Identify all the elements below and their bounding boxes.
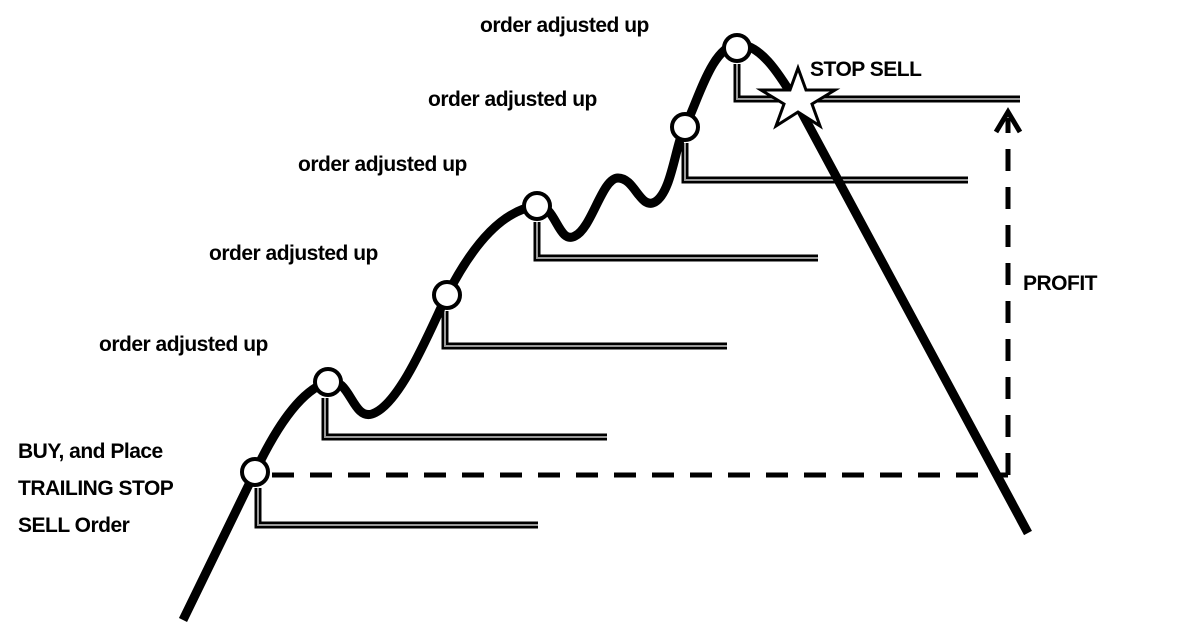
star-icon [755,63,841,130]
stop-sell-label: STOP SELL [810,58,922,81]
buy-label: BUY, and Place TRAILING STOP SELL Order [18,433,174,544]
buy-label-line-1: BUY, and Place [18,440,163,463]
stop-level-6 [733,64,1020,103]
adjust-point-2-marker [432,280,462,310]
adjust-label-1: order adjusted up [99,333,268,356]
price-curve [178,39,1032,622]
buy-point-marker [240,457,270,487]
stop-level-2 [321,398,607,441]
stop-levels [254,64,1020,529]
buy-label-line-3: SELL Order [18,514,130,537]
adjust-label-4: order adjusted up [428,88,597,111]
profit-label: PROFIT [1023,272,1098,295]
adjust-label-3: order adjusted up [298,153,467,176]
adjust-point-4-marker [670,112,700,142]
stop-level-4 [533,222,818,262]
order-markers [240,33,752,487]
adjust-point-3-marker [522,191,552,221]
adjust-label-2: order adjusted up [209,242,378,265]
stop-level-5 [681,143,968,184]
buy-label-line-2: TRAILING STOP [18,477,174,500]
adjust-label-5: order adjusted up [480,14,649,37]
stop-level-1 [254,488,538,529]
adjust-point-1-marker [313,367,343,397]
stop-level-3 [441,311,727,350]
profit-arrow [993,107,1023,475]
adjust-point-5-marker [722,33,752,63]
